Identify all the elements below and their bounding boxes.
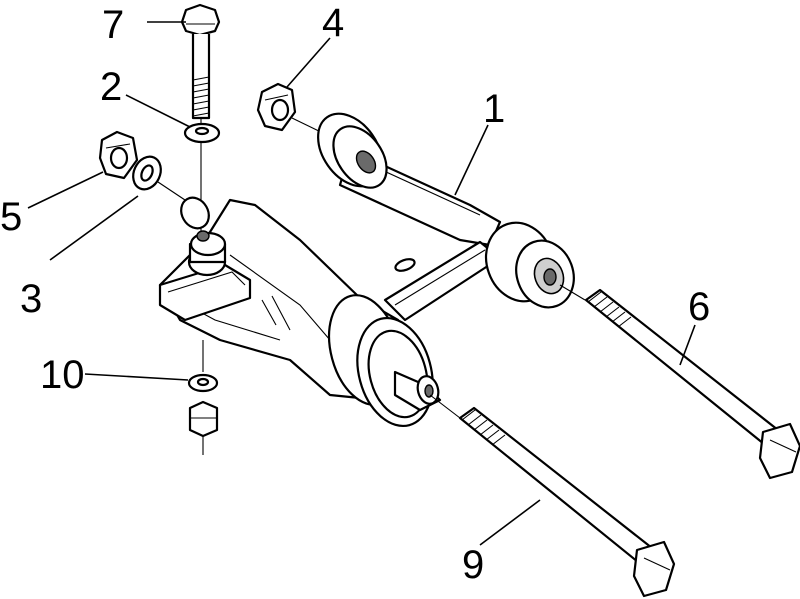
part-7-bolt	[180, 3, 221, 235]
part-6-bolt	[559, 284, 800, 480]
callout-9: 9	[462, 543, 484, 587]
callout-1: 1	[483, 87, 505, 131]
callout-2: 2	[100, 65, 122, 109]
part-10-washer-nut	[187, 340, 219, 455]
part-1-control-arm	[158, 112, 575, 428]
part-3-washer	[132, 155, 186, 201]
callout-10: 10	[40, 353, 85, 397]
part-2-washer	[183, 122, 221, 144]
callout-labels: 7 4 2 1 5 3 6 10 9	[0, 1, 710, 587]
part-4-nut	[256, 82, 326, 135]
part-9-bolt	[429, 394, 676, 598]
callout-7: 7	[102, 3, 124, 47]
callout-6: 6	[688, 285, 710, 329]
leader-lines	[27, 21, 696, 546]
callout-5: 5	[0, 195, 22, 239]
callout-4: 4	[322, 1, 344, 45]
part-5-nut	[98, 130, 139, 180]
callout-3: 3	[20, 277, 42, 321]
